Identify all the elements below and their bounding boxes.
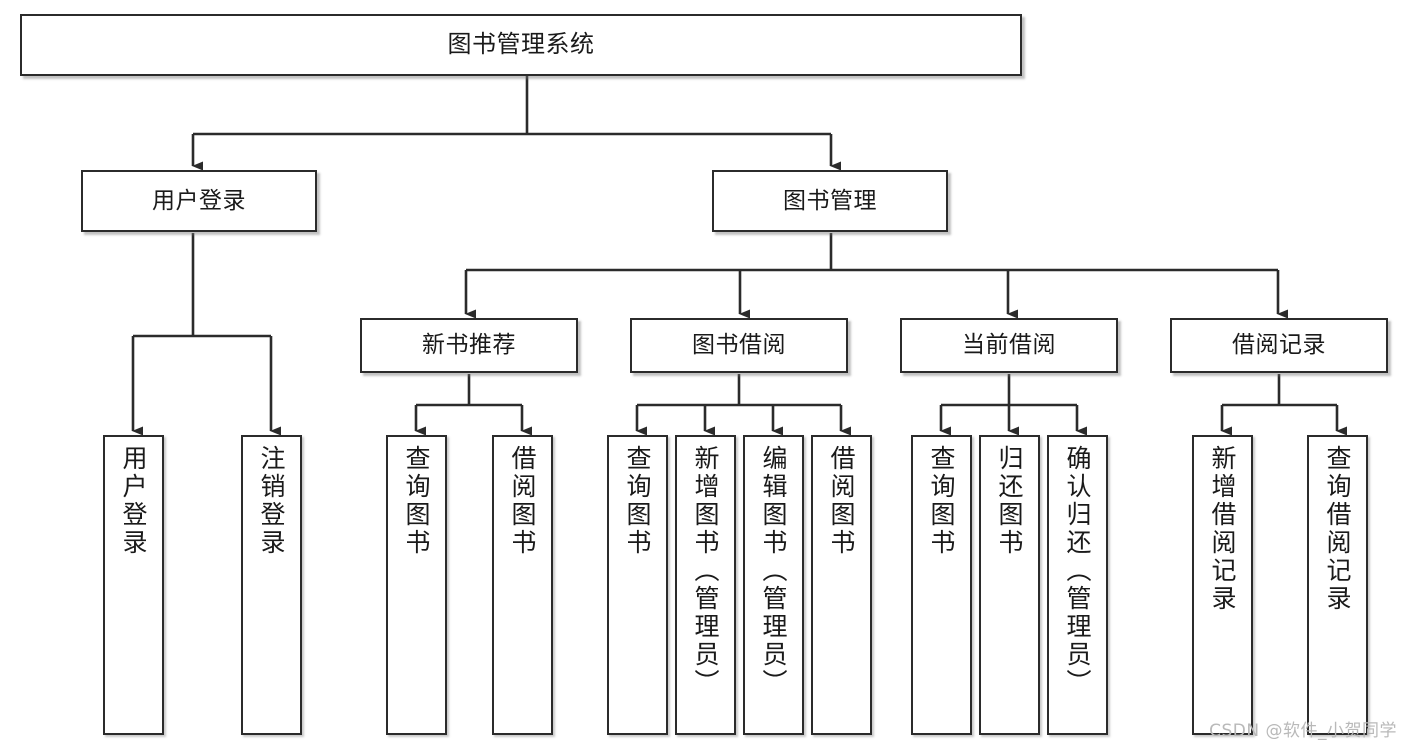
node-leaf-query-book-recommend[interactable]: 查询图书 bbox=[386, 435, 447, 735]
node-label: 图书借阅 bbox=[692, 332, 786, 359]
node-book-management[interactable]: 图书管理 bbox=[712, 170, 948, 232]
node-label: 归还图书 bbox=[995, 445, 1024, 557]
node-book-borrowing[interactable]: 图书借阅 bbox=[630, 318, 848, 373]
node-label: 查询图书 bbox=[623, 445, 652, 557]
node-label: 编辑图书（管理员） bbox=[759, 445, 788, 697]
node-leaf-query-book-borrow[interactable]: 查询图书 bbox=[607, 435, 668, 735]
node-leaf-logout[interactable]: 注销登录 bbox=[241, 435, 302, 735]
node-user-login[interactable]: 用户登录 bbox=[81, 170, 317, 232]
node-label: 当前借阅 bbox=[962, 332, 1056, 359]
node-label: 用户登录 bbox=[152, 187, 246, 214]
node-label: 确认归还（管理员） bbox=[1063, 445, 1092, 697]
node-current-borrowing[interactable]: 当前借阅 bbox=[900, 318, 1118, 373]
node-leaf-edit-book-admin[interactable]: 编辑图书（管理员） bbox=[743, 435, 804, 735]
node-label: 新增借阅记录 bbox=[1208, 445, 1237, 613]
node-label: 用户登录 bbox=[119, 445, 148, 557]
node-label: 图书管理 bbox=[783, 187, 877, 214]
node-leaf-add-borrow-record[interactable]: 新增借阅记录 bbox=[1192, 435, 1253, 735]
node-leaf-query-book-current[interactable]: 查询图书 bbox=[911, 435, 972, 735]
node-leaf-add-book-admin[interactable]: 新增图书（管理员） bbox=[675, 435, 736, 735]
node-leaf-borrow-book-recommend[interactable]: 借阅图书 bbox=[492, 435, 553, 735]
node-leaf-query-borrow-record[interactable]: 查询借阅记录 bbox=[1307, 435, 1368, 735]
node-leaf-confirm-return-admin[interactable]: 确认归还（管理员） bbox=[1047, 435, 1108, 735]
node-label: 注销登录 bbox=[257, 445, 286, 557]
node-leaf-borrow-book[interactable]: 借阅图书 bbox=[811, 435, 872, 735]
node-borrowing-records[interactable]: 借阅记录 bbox=[1170, 318, 1388, 373]
node-label: 新书推荐 bbox=[422, 332, 516, 359]
node-label: 借阅记录 bbox=[1232, 332, 1326, 359]
node-label: 查询图书 bbox=[927, 445, 956, 557]
node-label: 查询图书 bbox=[402, 445, 431, 557]
node-label: 新增图书（管理员） bbox=[691, 445, 720, 697]
node-leaf-user-login[interactable]: 用户登录 bbox=[103, 435, 164, 735]
node-new-book-recommendation[interactable]: 新书推荐 bbox=[360, 318, 578, 373]
node-leaf-return-book[interactable]: 归还图书 bbox=[979, 435, 1040, 735]
node-label: 图书管理系统 bbox=[447, 30, 595, 59]
node-label: 借阅图书 bbox=[508, 445, 537, 557]
node-root-book-management-system[interactable]: 图书管理系统 bbox=[20, 14, 1022, 76]
node-label: 借阅图书 bbox=[827, 445, 856, 557]
node-label: 查询借阅记录 bbox=[1323, 445, 1352, 613]
